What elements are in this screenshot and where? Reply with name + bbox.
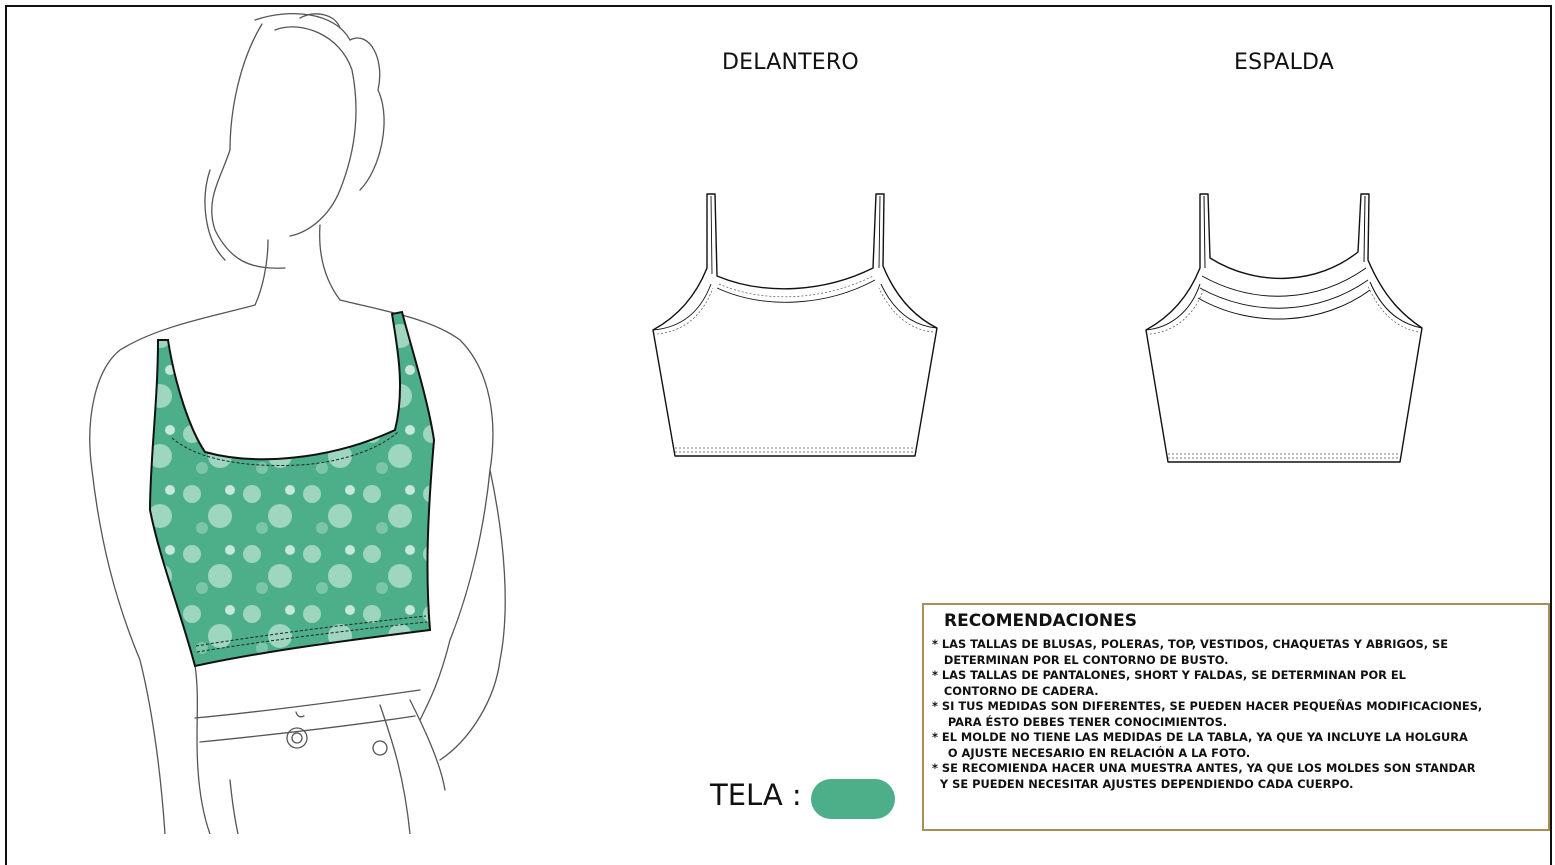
front-flat-sketch [652, 193, 938, 457]
recommendation-item: * LAS TALLAS DE PANTALONES, SHORT Y FALD… [932, 668, 1406, 698]
front-view-title: DELANTERO [722, 50, 859, 75]
recommendation-item: * LAS TALLAS DE BLUSAS, POLERAS, TOP, VE… [932, 637, 1448, 667]
sheet-frame [5, 5, 1552, 865]
recommendations-box: RECOMENDACIONES * LAS TALLAS DE BLUSAS, … [922, 603, 1550, 831]
fabric-label: TELA : [710, 778, 802, 812]
back-view-title: ESPALDA [1234, 50, 1335, 75]
recommendation-item: * EL MOLDE NO TIENE LAS MEDIDAS DE LA TA… [932, 730, 1468, 760]
recommendation-item: * SE RECOMIENDA HACER UNA MUESTRA ANTES,… [932, 761, 1476, 791]
recommendations-title: RECOMENDACIONES [944, 611, 1137, 631]
recommendation-item: * SI TUS MEDIDAS SON DIFERENTES, SE PUED… [932, 699, 1483, 729]
fabric-color-swatch [811, 779, 895, 819]
model-illustration [89, 12, 506, 834]
recommendations-list: * LAS TALLAS DE BLUSAS, POLERAS, TOP, VE… [932, 637, 1548, 792]
pattern-sheet: DELANTERO ESPALDA [5, 5, 1552, 865]
back-flat-sketch [1145, 193, 1423, 463]
